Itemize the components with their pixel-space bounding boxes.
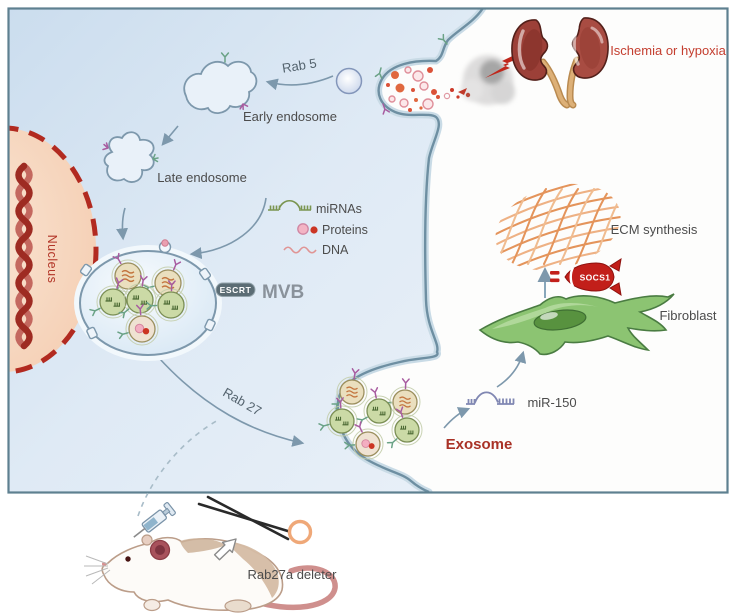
membrane-receptor-icons bbox=[374, 33, 448, 115]
kidneys-icon bbox=[511, 17, 609, 109]
receptor-y-icon bbox=[146, 301, 158, 310]
escrt-label: ESCRT bbox=[220, 285, 252, 295]
early-endosome bbox=[183, 52, 258, 114]
mvb-intraluminal-vesicles bbox=[89, 252, 188, 346]
ischemia-label: Ischemia or hypoxia bbox=[610, 43, 726, 58]
arrow-mir150-to-fibroblast bbox=[496, 350, 527, 388]
receptor-y-icon bbox=[117, 331, 129, 340]
vesicle-proteins bbox=[117, 304, 159, 346]
fibroblast-cell bbox=[478, 293, 675, 356]
vesicle-mirna-combs bbox=[146, 280, 188, 322]
arrow-exosome-to-mir150 bbox=[443, 407, 471, 429]
rab27a-deleter-label: Rab27a deleter bbox=[248, 567, 338, 582]
arrow-early-to-late bbox=[161, 125, 179, 146]
ecm-synthesis-label: ECM synthesis bbox=[611, 222, 698, 237]
receptor-y-icon bbox=[395, 406, 404, 418]
receptor-y-icon bbox=[115, 277, 124, 289]
receptor-y-icon bbox=[386, 438, 398, 449]
mvb-organelle bbox=[74, 239, 222, 361]
late-endosome bbox=[102, 131, 159, 183]
syringe-icon bbox=[133, 502, 176, 538]
receptor-y-icon bbox=[401, 378, 410, 390]
endocytic-vesicle bbox=[335, 67, 363, 95]
arrow-rab27 bbox=[158, 357, 305, 447]
dashed-rab27-deletion-line bbox=[137, 418, 221, 517]
late-endosome-label: Late endosome bbox=[157, 170, 247, 185]
vesicle-mirna-combs bbox=[318, 397, 358, 437]
vesicle-mirna-combs bbox=[118, 275, 157, 319]
receptor-y-icon bbox=[172, 258, 182, 271]
dna-helix-icon bbox=[15, 162, 33, 350]
receptor-y-icon bbox=[354, 421, 363, 433]
inhibition-icon bbox=[550, 271, 560, 283]
hollow-arrow-icon bbox=[213, 538, 237, 561]
receptor-y-icon bbox=[318, 423, 330, 431]
legend-dna-label: DNA bbox=[322, 243, 349, 257]
early-endosome-label: Early endosome bbox=[243, 109, 337, 124]
mouse-illustration bbox=[84, 534, 338, 613]
rab5-label: Rab 5 bbox=[281, 55, 318, 75]
receptor-y-icon bbox=[135, 304, 144, 316]
receptor-y-icon bbox=[112, 252, 122, 265]
socs1-label: SOCS1 bbox=[580, 273, 611, 283]
cell-membrane bbox=[336, 9, 484, 492]
nucleus-label: Nucleus bbox=[45, 235, 59, 284]
receptor-y-icon bbox=[89, 307, 101, 317]
socs1-missile: SOCS1 bbox=[564, 257, 622, 297]
figure-frame bbox=[7, 7, 729, 494]
receptor-y-icon bbox=[139, 275, 148, 287]
released-exosomes bbox=[318, 368, 423, 460]
uptaken-particles bbox=[386, 66, 440, 112]
vesicle-proteins bbox=[344, 421, 384, 460]
vesicle-mirna-combs bbox=[386, 406, 423, 449]
receptor-y-icon bbox=[344, 441, 356, 450]
protein-circles-icon bbox=[297, 223, 318, 235]
receptor-y-icon bbox=[336, 397, 344, 409]
legend-proteins-label: Proteins bbox=[322, 223, 368, 237]
nucleus: Nucleus bbox=[9, 125, 99, 375]
mir150-hairpin-icon bbox=[466, 391, 515, 405]
receptor-y-icon bbox=[370, 387, 379, 399]
fibroblast-label: Fibroblast bbox=[659, 308, 716, 323]
dna-wave-icon bbox=[283, 246, 317, 254]
cargo-legend: miRNAs Proteins DNA bbox=[268, 199, 368, 257]
mvb-label: MVB bbox=[262, 282, 304, 303]
receptor-y-icon bbox=[351, 368, 360, 380]
vesicle-mirna-combs bbox=[89, 277, 130, 319]
arrow-rab5 bbox=[265, 75, 334, 91]
scissors-icon bbox=[197, 495, 293, 541]
receptor-y-icon bbox=[118, 308, 130, 319]
exosome-label: Exosome bbox=[446, 436, 513, 453]
arrow-late-to-mvb bbox=[116, 207, 129, 241]
vesicle-dna-lines bbox=[381, 378, 421, 418]
mir150-label: miR-150 bbox=[527, 395, 576, 410]
injured-cell-icon bbox=[443, 55, 515, 105]
escrt-badge: ESCRT bbox=[215, 282, 256, 297]
plasmid-ring-icon bbox=[287, 519, 313, 545]
legend-mirnas-label: miRNAs bbox=[316, 202, 362, 216]
receptor-y-icon bbox=[167, 280, 176, 292]
arrow-cargo-to-mvb bbox=[189, 197, 267, 260]
mirna-hairpin-icon bbox=[268, 199, 312, 211]
